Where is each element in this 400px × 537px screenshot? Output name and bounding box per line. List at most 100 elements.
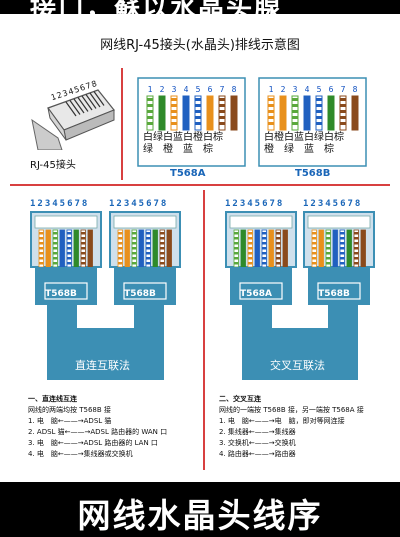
t568a-wire-stripe [195,116,201,119]
t568b-frame [258,77,367,167]
straight-cable [47,305,164,380]
t568b-wire-stripe [292,116,298,119]
cross-cable-label: 交叉互联法 [270,359,325,372]
t568a-pin-2: 2 [160,85,165,94]
t568b-wire-stripe [340,104,346,107]
cross-right-plug-wire [346,229,352,268]
t568a-wire-stripe [147,98,153,101]
t568a-wire-8 [230,95,238,131]
top-banner-text: 接口，蘇以水晶头腺 [30,0,282,14]
straight-line-2: 2. ADSL 猫←——→ADSL 路由器的 WAN 口 [28,428,168,436]
plug1-pin-numbers: 12345678 [30,199,90,209]
straight-sub: 网线的两端均按 T568B 接 [28,406,111,414]
t568b-wire-6 [327,95,335,131]
t568b-wire-stripe [316,104,322,107]
bottom-banner: 网线水晶头线序 [0,482,400,537]
t568b-pin-1: 1 [269,85,274,94]
cross-left-plug [225,211,297,305]
cross-sub: 网线的一端按 T568B 接，另一端按 T568A 接 [219,406,364,414]
t568a-label: T568A [170,168,206,179]
t568a-wire-4 [182,95,190,131]
t568b-wire-stripe [268,104,274,107]
t568a-pin-1: 1 [148,85,153,94]
t568a-wire-stripe [195,98,201,101]
plug-diagrams [30,211,375,380]
cross-cable [242,305,358,380]
t568a-wire-stripe [195,104,201,107]
t568b-wire-stripe [340,98,346,101]
straight-line-3: 3. 电 脑←——→ADSL 路由器的 LAN 口 [28,439,158,447]
straight-cable-label: 直连互联法 [75,359,130,372]
t568a-pin-7: 7 [220,85,225,94]
straight-right-plug-wire [152,229,158,268]
t568b-pin-3: 3 [293,85,298,94]
straight-left-plug-label: T568B [45,289,77,299]
t568a-pin-3: 3 [172,85,177,94]
t568b-pin-7: 7 [341,85,346,94]
t568a-wire-2 [158,95,166,131]
cross-line-3: 3. 交换机←——→交换机 [219,439,296,447]
t568a-frame [137,77,246,167]
t568b-color-names: 白橙白蓝白绿白棕橙 绿 蓝 棕 [264,132,364,156]
straight-heading: 一、直连线互连 [28,395,77,403]
straight-left-plug-wire [45,229,51,268]
t568b-wire-stripe [268,122,274,125]
plug2-pin-numbers: 12345678 [109,199,169,209]
straight-line-4: 4. 电 脑←——→集线器或交换机 [28,450,133,458]
t568a-wire-stripe [147,116,153,119]
t568b-pin-5: 5 [317,85,322,94]
cross-right-plug-wire [318,229,324,268]
t568a-wire-stripe [171,104,177,107]
t568a-wire-stripe [219,122,225,125]
cross-notes: 二、交叉互连 网线的一端按 T568B 接，另一端按 T568A 接 1. 电 … [219,394,364,460]
t568a-names-bottom: 绿 橙 蓝 棕 [143,144,223,155]
straight-right-plug-wire [166,229,172,268]
t568b-wire-stripe [316,98,322,101]
t568b-wire-stripe [268,116,274,119]
straight-left-plug-wire [87,229,93,268]
cross-line-2: 2. 集线器←——→集线器 [219,428,296,436]
plug4-pin-numbers: 12345678 [303,199,363,209]
t568a-wire-stripe [195,122,201,125]
t568a-wire-stripe [147,104,153,107]
page-title: 网线RJ-45接头(水晶头)排线示意图 [100,38,300,53]
t568a-wire-stripe [171,116,177,119]
t568a-wire-stripe [171,122,177,125]
straight-right-plug-label: T568B [124,289,156,299]
t568a-wire-stripe [171,110,177,113]
straight-right-plug-wire [124,229,130,268]
t568b-names-top: 白橙白蓝白绿白棕 [264,132,344,143]
rj45-label: RJ-45接头 [30,160,76,171]
t568b-wire-stripe [316,110,322,113]
t568a-wire-stripe [219,116,225,119]
rj45-illustration [31,89,115,150]
straight-left-plug-wire [59,229,65,268]
t568a-pin-4: 4 [184,85,189,94]
cross-right-plug-wire [332,229,338,268]
cross-left-plug-wire [282,229,288,268]
t568b-wire-stripe [268,110,274,113]
straight-notes: 一、直连线互连 网线的两端均按 T568B 接 1. 电 脑←——→ADSL 猫… [28,394,167,460]
t568b-wire-stripe [268,98,274,101]
t568a-wire-stripe [147,122,153,125]
cross-right-plug-wire [360,229,366,268]
straight-right-plug [109,211,181,305]
t568b-wire-4 [303,95,311,131]
t568b-pin-2: 2 [281,85,286,94]
cross-heading: 二、交叉互连 [219,395,261,403]
cross-right-plug-label: T568B [318,289,350,299]
cross-left-plug-wire [268,229,274,268]
t568b-wire-stripe [292,98,298,101]
straight-right-plug-wire [138,229,144,268]
t568b-wire-stripe [340,110,346,113]
t568a-pin-6: 6 [208,85,213,94]
t568a-pin-5: 5 [196,85,201,94]
straight-left-plug-wire [73,229,79,268]
top-banner: 接口，蘇以水晶头腺 [0,0,400,14]
cross-right-plug [303,211,375,305]
t568a-wire-stripe [195,110,201,113]
